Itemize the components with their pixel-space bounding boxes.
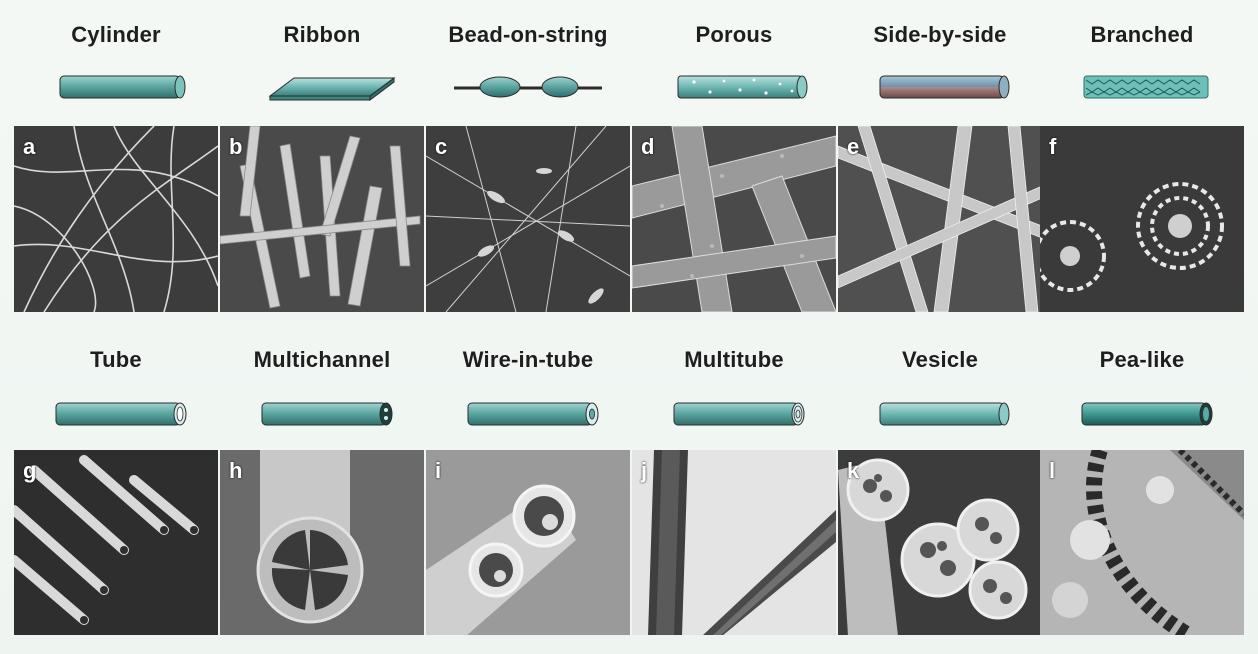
micrograph-g: g <box>14 450 218 635</box>
micrograph-e: e <box>838 126 1042 312</box>
label-pea-like: Pea-like <box>1099 347 1185 372</box>
panel-letter-i: i <box>435 458 442 483</box>
label-bead-on-string: Bead-on-string <box>448 22 608 47</box>
label-multichannel: Multichannel <box>253 347 391 372</box>
vesicle-fiber-icon <box>879 402 1010 426</box>
label-porous: Porous <box>695 22 773 47</box>
tube-fiber-icon <box>55 402 187 426</box>
branched-fiber-icon <box>1083 75 1209 99</box>
porous-fiber-icon <box>677 75 808 99</box>
label-ribbon: Ribbon <box>283 22 361 47</box>
micrograph-c: c <box>426 126 630 312</box>
micrograph-j: j <box>632 450 836 635</box>
label-cylinder: Cylinder <box>71 22 161 47</box>
panel-letter-l: l <box>1049 458 1056 483</box>
label-multitube: Multitube <box>684 347 784 372</box>
label-tube: Tube <box>90 347 142 372</box>
label-branched: Branched <box>1090 22 1194 47</box>
micrograph-b: b <box>220 126 424 312</box>
panel-letter-j: j <box>641 458 648 483</box>
panel-letter-f: f <box>1049 134 1057 159</box>
side-by-side-fiber-icon <box>879 75 1010 99</box>
bead-on-string-fiber-icon <box>454 76 602 98</box>
wire-in-tube-fiber-icon <box>467 402 599 426</box>
panel-letter-b: b <box>229 134 243 159</box>
label-side-by-side: Side-by-side <box>873 22 1007 47</box>
ribbon-fiber-icon <box>268 77 396 101</box>
panel-letter-k: k <box>847 458 860 483</box>
micrograph-d: d <box>632 126 836 312</box>
micrograph-k: k <box>838 450 1042 635</box>
label-wire-in-tube: Wire-in-tube <box>462 347 594 372</box>
micrograph-h: h <box>220 450 424 635</box>
micrograph-f: f <box>1040 126 1244 312</box>
micrograph-a: a <box>14 126 218 312</box>
cylinder-fiber-icon <box>59 75 186 99</box>
micrograph-l: l <box>1040 450 1244 635</box>
multichannel-fiber-icon <box>261 402 393 426</box>
label-vesicle: Vesicle <box>901 347 979 372</box>
panel-letter-d: d <box>641 134 655 159</box>
panel-letter-h: h <box>229 458 243 483</box>
multitube-fiber-icon <box>673 402 805 426</box>
panel-letter-c: c <box>435 134 448 159</box>
pea-like-fiber-icon <box>1081 402 1213 426</box>
panel-letter-e: e <box>847 134 860 159</box>
panel-letter-a: a <box>23 134 36 159</box>
micrograph-i: i <box>426 450 630 635</box>
panel-letter-g: g <box>23 458 37 483</box>
